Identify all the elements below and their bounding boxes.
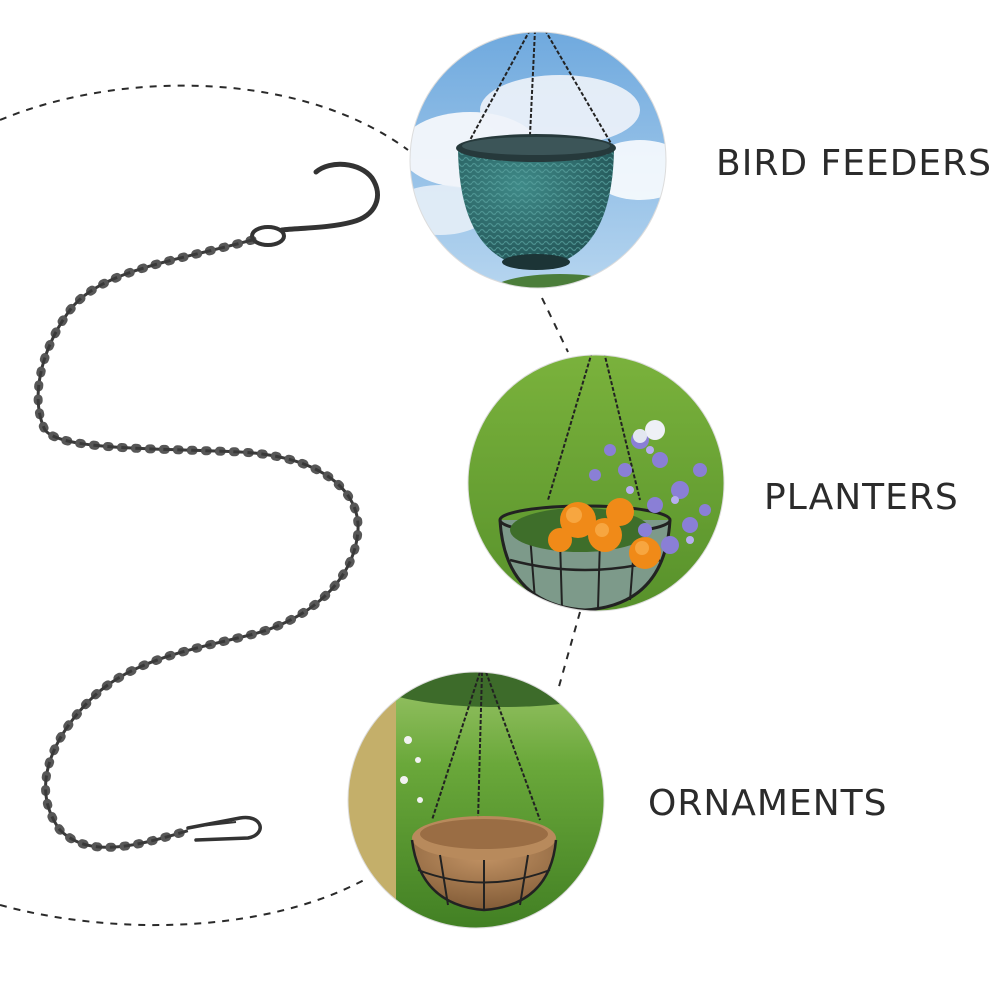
label-planters: PLANTERS	[764, 477, 959, 518]
label-bird-feeders: BIRD FEEDERS	[716, 143, 993, 184]
s-hook-icon	[279, 161, 380, 233]
snap-clip-icon	[186, 815, 262, 842]
dashed-guide-ellipse	[0, 84, 581, 926]
photo-bird-feeders	[409, 31, 667, 289]
photo-ornaments	[347, 671, 605, 929]
label-ornaments: ORNAMENTS	[648, 783, 888, 824]
hanging-chain	[33, 161, 380, 852]
photo-planters	[467, 354, 725, 612]
